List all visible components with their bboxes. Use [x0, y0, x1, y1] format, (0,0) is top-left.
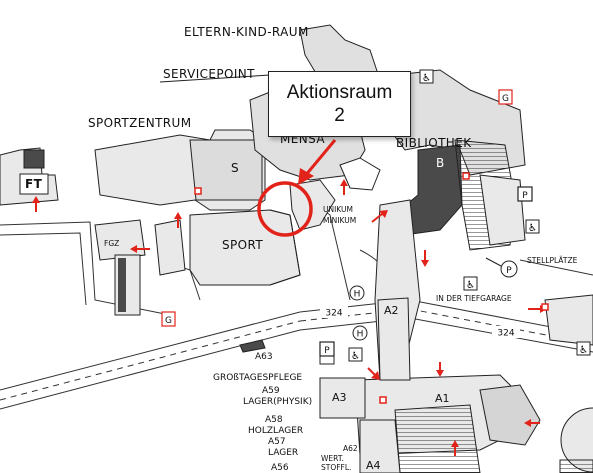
label-lager-physik: LAGER(PHYSIK)	[243, 397, 312, 407]
marker-square-icon	[379, 172, 549, 404]
label-eltern-kind-raum: ELTERN-KIND-RAUM	[184, 25, 309, 39]
label-b: B	[436, 156, 445, 170]
building-unikum	[289, 157, 381, 231]
label-road-324-left: 324	[325, 309, 342, 319]
svg-text:G: G	[502, 94, 509, 104]
svg-text:♿: ♿	[528, 223, 537, 234]
svg-text:H: H	[354, 290, 361, 300]
building-ft	[0, 147, 59, 206]
svg-text:P: P	[324, 346, 330, 356]
label-bibliothek: BIBLIOTHEK	[396, 136, 472, 150]
label-stellplaetze: STELLPLÄTZE	[527, 256, 578, 265]
building-a4	[359, 419, 401, 473]
label-a1: A1	[435, 392, 450, 405]
building-right	[544, 294, 593, 473]
label-sportzentrum: SPORTZENTRUM	[88, 116, 191, 130]
bus-stop-icon: H H	[349, 285, 368, 341]
label-fgz: FGZ	[104, 239, 119, 248]
label-werkstoffl-2: STOFFL.	[321, 463, 351, 472]
label-ft: FT	[25, 177, 43, 191]
label-werkstoffl: WERT.	[321, 454, 344, 463]
label-in-der-tiefgarage: IN DER TIEFGARAGE	[436, 294, 512, 303]
label-a4: A4	[366, 459, 381, 472]
svg-text:G: G	[165, 316, 172, 326]
svg-text:♿: ♿	[466, 280, 475, 291]
building-sport	[189, 209, 301, 286]
label-minikum: MINIKUM	[323, 216, 356, 225]
label-road-324-right: 324	[497, 329, 514, 339]
label-a2: A2	[384, 304, 399, 317]
building-fgz	[94, 219, 186, 316]
building-sportzentrum	[94, 129, 266, 211]
label-sport: SPORT	[222, 238, 263, 252]
label-s: S	[231, 161, 239, 175]
building-a2	[377, 297, 411, 381]
label-lager: LAGER	[268, 448, 298, 458]
svg-text:♿: ♿	[351, 351, 360, 362]
callout-line-1: Aktionsraum	[286, 82, 393, 103]
building-a3	[319, 377, 366, 419]
svg-text:P: P	[506, 266, 512, 276]
label-unikum: UNIKUM	[323, 205, 353, 214]
label-a56: A56	[271, 463, 289, 473]
parking-icon: G G P P P	[161, 89, 533, 357]
label-holzlager: HOLZLAGER	[248, 426, 303, 436]
svg-text:H: H	[357, 330, 364, 340]
callout-line-2: 2	[334, 105, 345, 126]
svg-text:♿: ♿	[422, 73, 431, 84]
label-a62: A62	[343, 444, 358, 453]
building-a63	[239, 339, 266, 353]
label-a3: A3	[332, 391, 347, 404]
label-servicepoint: SERVICEPOINT	[163, 67, 255, 81]
svg-text:P: P	[522, 191, 528, 201]
highlight-circle	[257, 181, 313, 237]
label-a63: A63	[255, 352, 273, 362]
callout-pointer	[159, 74, 337, 185]
svg-text:♿: ♿	[579, 345, 588, 356]
callout-aktionsraum: Aktionsraum 2	[268, 71, 411, 137]
entrance-arrow-icon	[32, 179, 547, 456]
label-a59: A59	[262, 386, 280, 396]
label-a57: A57	[268, 437, 286, 447]
label-a58: A58	[265, 415, 283, 425]
label-grosstagespflege: GROßTAGESPFLEGE	[213, 373, 302, 383]
wheelchair-icon: ♿ ♿ ♿ ♿ ♿	[348, 69, 591, 362]
